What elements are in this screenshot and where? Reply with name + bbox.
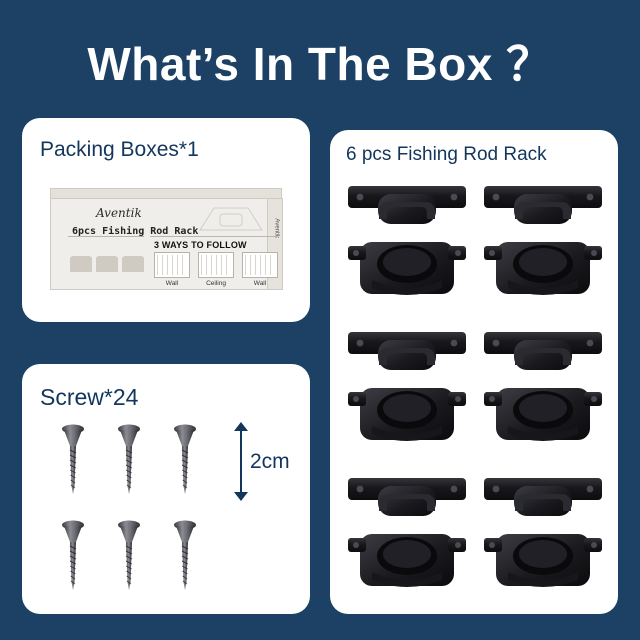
rod-rack-item — [342, 464, 472, 604]
carton-product-silhouettes — [68, 246, 144, 280]
screw-item — [60, 422, 86, 500]
carton-thumbnail-2 — [198, 252, 234, 278]
packing-boxes-panel: Packing Boxes*1 Aventik Aventik 6pcs Fis… — [22, 118, 310, 322]
screw-illustration-group: 2cm — [44, 422, 290, 602]
screw-item — [172, 518, 198, 596]
carton-top-artwork — [196, 202, 266, 234]
packing-boxes-title: Packing Boxes*1 — [40, 138, 199, 161]
carton-thumbnail-caption-2: Ceiling — [206, 280, 226, 287]
screw-item — [116, 518, 142, 596]
dimension-arrow-up — [234, 422, 248, 431]
carton-instruction-heading: 3 WAYS TO FOLLOW — [154, 240, 247, 250]
dimension-label: 2cm — [250, 450, 290, 473]
carton-thumbnail-caption-3: Wall — [253, 280, 267, 287]
dimension-line — [240, 430, 242, 500]
carton-thumbnail-caption-1: Wall — [165, 280, 179, 287]
rod-rack-title: 6 pcs Fishing Rod Rack — [346, 144, 547, 165]
carton-divider-left — [68, 236, 144, 237]
screw-item — [172, 422, 198, 500]
carton-divider-right — [150, 236, 278, 237]
carton-thumbnail-3 — [242, 252, 278, 278]
screw-panel: Screw*24 — [22, 364, 310, 614]
carton-illustration: Aventik Aventik 6pcs Fishing Rod Rack 3 … — [50, 184, 283, 296]
carton-thumbnail-1 — [154, 252, 190, 278]
carton-model-label: 6pcs Fishing Rod Rack — [72, 226, 199, 237]
rod-rack-item — [342, 172, 472, 312]
screw-item — [116, 422, 142, 500]
rod-rack-item — [342, 318, 472, 458]
rod-rack-item — [478, 172, 608, 312]
carton-brand-label: Aventik — [96, 206, 142, 220]
screw-item — [60, 518, 86, 596]
page-title: What’s In The Box ？ — [87, 38, 553, 90]
screw-title: Screw*24 — [40, 384, 139, 410]
rod-rack-item — [478, 464, 608, 604]
dimension-arrow-down — [234, 492, 248, 501]
rod-rack-grid — [342, 172, 608, 604]
rod-rack-item — [478, 318, 608, 458]
rod-rack-panel: 6 pcs Fishing Rod Rack — [330, 130, 618, 614]
